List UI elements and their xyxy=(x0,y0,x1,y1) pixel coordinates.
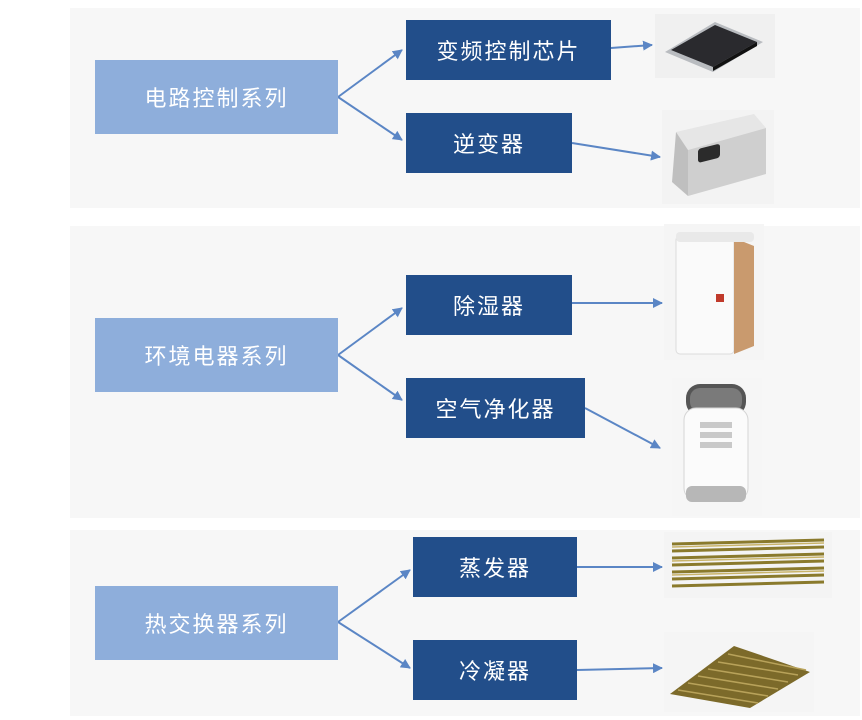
condenser-icon xyxy=(664,632,814,712)
product-box-dehumidifier: 除湿器 xyxy=(406,275,572,335)
arrow-environment-to-dehumidifier-box xyxy=(337,307,403,356)
arrow-environment-to-purifier-box xyxy=(337,354,403,401)
arrow-purifier-box-to-image xyxy=(584,407,661,449)
chip-icon xyxy=(655,14,775,78)
arrow-chip-box-to-image xyxy=(610,40,653,51)
dehumidifier-icon xyxy=(664,224,764,360)
arrow-heat-to-evaporator-box xyxy=(337,569,411,623)
product-box-condenser: 冷凝器 xyxy=(413,640,577,700)
arrow-heat-to-condenser-box xyxy=(337,621,411,669)
arrow-inverter-box-to-image xyxy=(571,142,661,161)
product-box-air-purifier: 空气净化器 xyxy=(406,378,585,438)
category-environment-appliance: 环境电器系列 xyxy=(95,318,338,392)
evaporator-icon xyxy=(664,532,832,598)
product-box-evaporator: 蒸发器 xyxy=(413,537,577,597)
category-heat-exchanger: 热交换器系列 xyxy=(95,586,338,660)
category-circuit-control: 电路控制系列 xyxy=(95,60,338,134)
product-box-chip: 变频控制芯片 xyxy=(406,20,611,80)
air-purifier-icon xyxy=(672,378,762,516)
arrow-circuit-to-chip-box xyxy=(337,49,403,98)
arrow-condenser-box-to-image xyxy=(576,663,663,674)
arrow-circuit-to-inverter-box xyxy=(337,96,403,141)
inverter-icon xyxy=(662,110,774,204)
product-box-inverter: 逆变器 xyxy=(406,113,572,173)
